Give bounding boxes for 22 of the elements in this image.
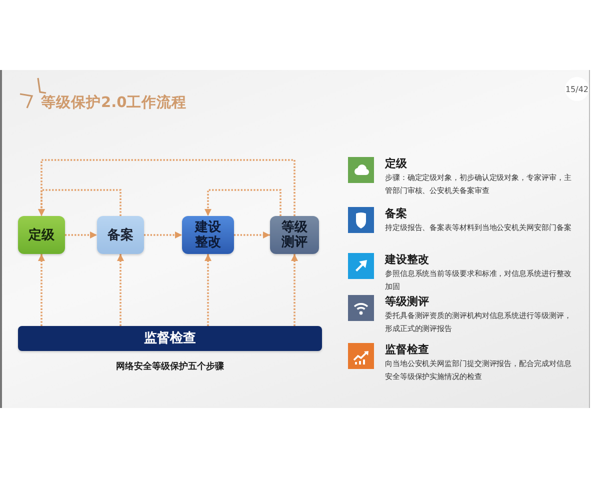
item-heading: 监督检查 (385, 342, 429, 356)
item-heading: 建设整改 (385, 252, 429, 266)
title: 等级保护2.0工作流程 (41, 94, 187, 112)
arrow (38, 159, 296, 216)
arrow (38, 254, 45, 326)
arrow (204, 254, 212, 326)
step-box: 定级 (18, 216, 65, 254)
arrow (65, 232, 97, 238)
supervision-bar: 监督检查 (18, 326, 322, 351)
step-box: 建设整改 (182, 216, 234, 254)
item-heading: 等级测评 (385, 294, 429, 308)
step-box: 等级测评 (270, 216, 319, 254)
arrow (204, 189, 282, 216)
step-box: 备案 (97, 216, 144, 254)
arrow (38, 189, 122, 216)
item-heading: 定级 (385, 156, 407, 170)
arrow (291, 254, 298, 326)
arrow (144, 232, 182, 238)
item-heading: 备案 (385, 206, 407, 220)
arrow (234, 232, 270, 238)
caption: 网络安全等级保护五个步骤 (115, 361, 225, 373)
arrow (117, 254, 124, 326)
